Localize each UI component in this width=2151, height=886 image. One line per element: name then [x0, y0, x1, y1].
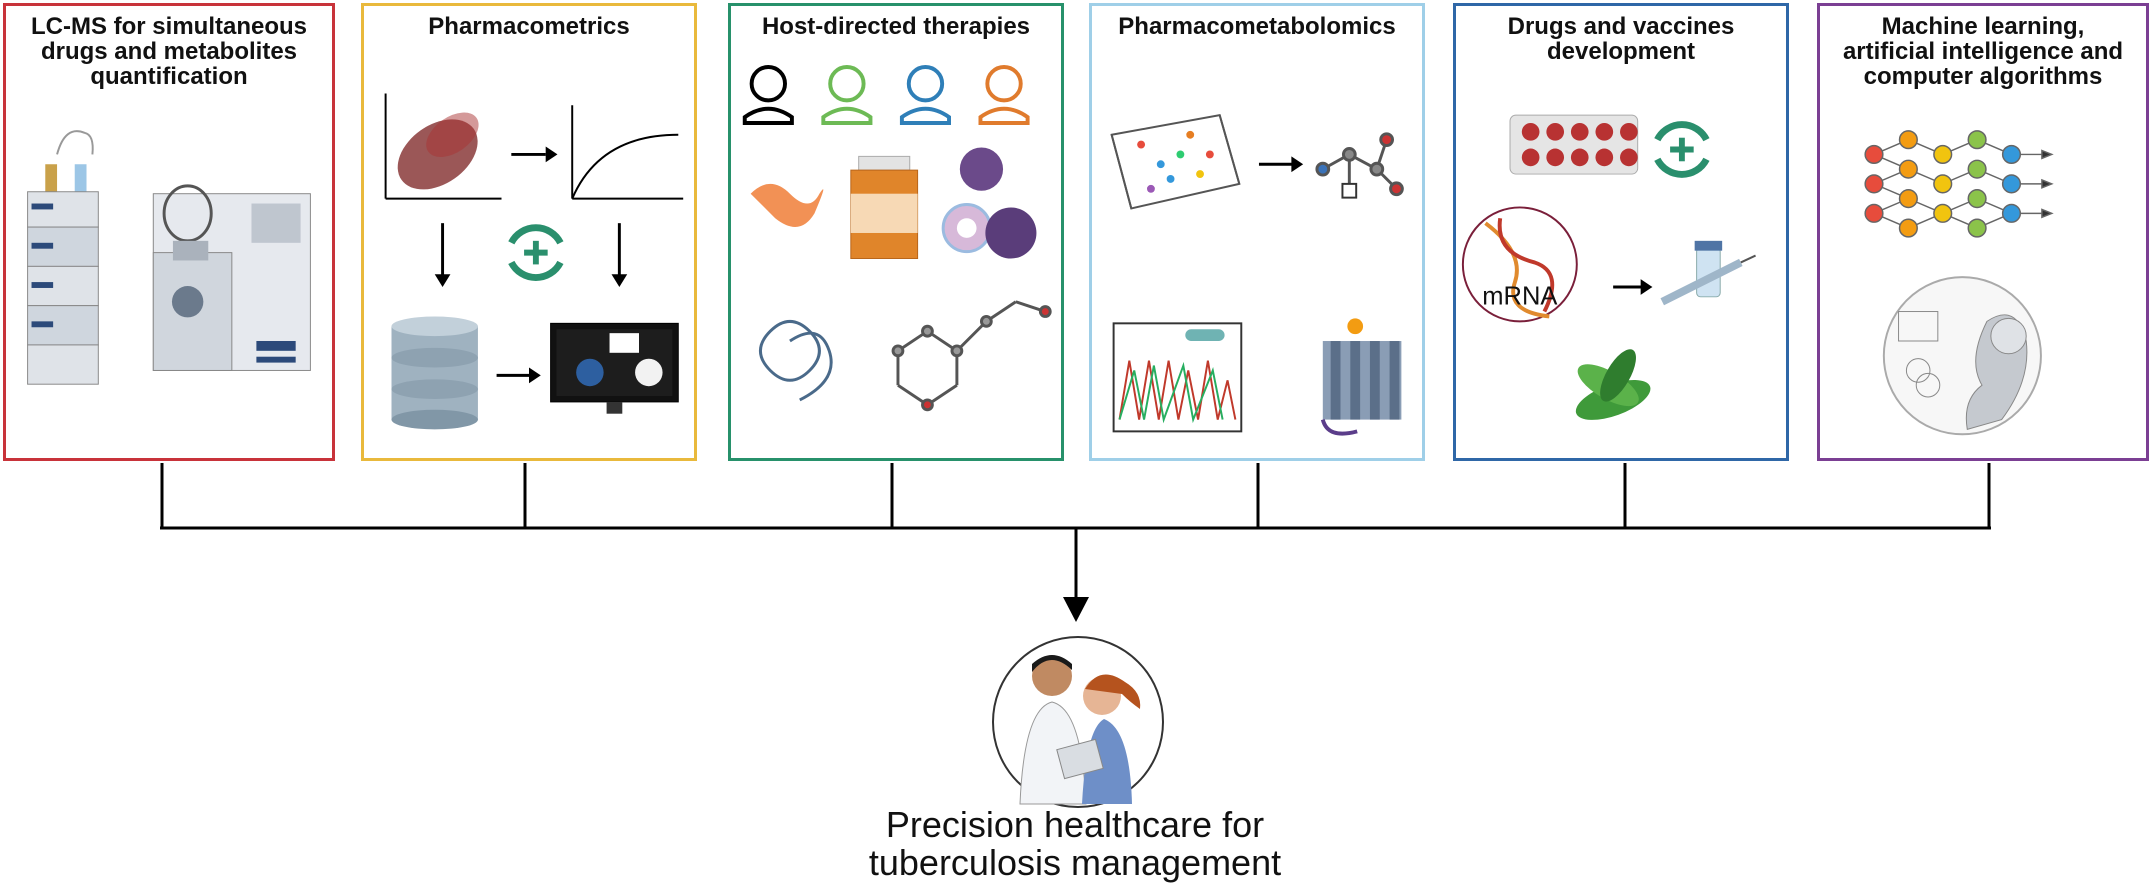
panel-title: Drugs and vaccines development [1507, 13, 1735, 65]
person-icon [899, 65, 951, 125]
membrane-receptor-icon [1320, 318, 1402, 436]
panel-lcms: LC-MS for simultaneous drugs and metabol… [3, 3, 335, 461]
down-arrow-icon [1063, 597, 1089, 622]
antibody-icon [750, 183, 824, 227]
person-icon [821, 65, 873, 125]
cycle-plus-icon [508, 224, 564, 281]
dna-strand-icon [1484, 217, 1555, 319]
panel-title: Pharmacometrics [428, 13, 630, 40]
amino-acid-icon [1315, 132, 1404, 199]
pk-curve-icon [571, 105, 684, 200]
pill-bottle-icon [850, 155, 919, 260]
clinicians-portrait-icon [992, 636, 1164, 808]
mrna-circle [1461, 206, 1578, 323]
panel-host-directed: Host-directed therapies [728, 3, 1064, 461]
drugs-vaccines-illustration: mRNA [1461, 114, 1756, 420]
panel-title: Machine learning, artificial intelligenc… [1842, 13, 2124, 90]
panel-title: Host-directed therapies [761, 13, 1031, 40]
person-icon [742, 65, 794, 125]
lc-ms-instrument-icon [27, 130, 311, 385]
panel-title: Pharmacometabolomics [1118, 13, 1396, 40]
computer-monitor-icon [550, 322, 679, 414]
pharmacometabolomics-illustration [1110, 113, 1404, 436]
conclusion-text: Precision healthcare for tuberculosis ma… [868, 804, 1282, 883]
cycle-plus-icon [1654, 121, 1710, 178]
neural-network-icon [1864, 130, 2054, 238]
machine-learning-illustration [1864, 130, 2054, 436]
panel-machine-learning: Machine learning, artificial intelligenc… [1817, 3, 2149, 461]
plant-leaves-icon [1575, 349, 1651, 420]
panel-pharmacometrics: Pharmacometrics [361, 3, 697, 461]
panel-pharmacometabolomics: Pharmacometabolomics [1089, 3, 1425, 461]
database-icon [391, 316, 478, 430]
molecule-icon [891, 300, 1052, 412]
immune-cell-icon [941, 147, 1037, 259]
panel-drugs-vaccines: Drugs and vaccines development mRNA [1453, 3, 1789, 461]
3d-scatter-cube-icon [1110, 113, 1241, 210]
mrna-label: mRNA [1482, 283, 1557, 311]
ai-robot-icon [1882, 276, 2042, 436]
protein-structure-icon [759, 319, 833, 402]
pharmacometrics-illustration [384, 93, 684, 430]
syringe-vial-icon [1660, 240, 1756, 306]
person-icon [978, 65, 1030, 125]
pill-blister-icon [1509, 114, 1639, 175]
scatter-plot-icon [384, 93, 502, 200]
panel-title: LC-MS for simultaneous drugs and metabol… [30, 13, 307, 90]
host-directed-illustration [742, 65, 1052, 412]
chromatogram-icon [1112, 322, 1243, 433]
